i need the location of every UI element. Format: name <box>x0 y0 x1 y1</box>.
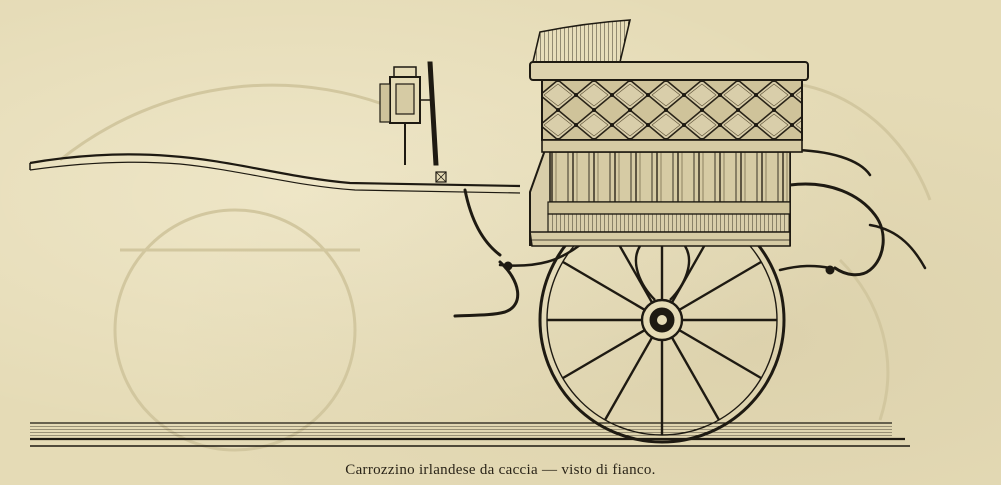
quilted-seat <box>529 19 809 153</box>
plate-caption: Carrozzino irlandese da caccia — visto d… <box>345 462 656 478</box>
springs <box>453 148 927 318</box>
lyre-bracket <box>634 245 691 301</box>
carriage-lamp <box>379 61 447 183</box>
shaft <box>29 153 521 194</box>
cart-body <box>529 149 791 247</box>
ground-strip <box>30 422 910 447</box>
